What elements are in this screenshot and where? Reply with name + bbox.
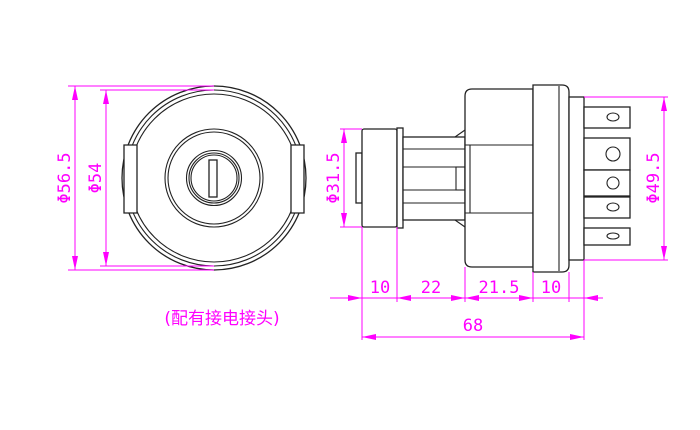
side-view	[355, 84, 631, 273]
segment-length-2: 22	[421, 278, 441, 298]
terminals	[583, 106, 631, 246]
front-dimensions: Φ56.5 Φ54	[55, 85, 214, 271]
front-view	[121, 85, 307, 271]
key-slot	[208, 159, 218, 198]
rear-diameter-label: Φ49.5	[644, 152, 664, 203]
front-diameter-label: Φ31.5	[324, 152, 344, 203]
segment-length-3: 21.5	[479, 278, 520, 298]
outer-diameter-label: Φ56.5	[55, 152, 75, 203]
inner-diameter-label: Φ54	[86, 163, 106, 194]
segment-length-1: 10	[370, 278, 390, 298]
segment-length-4: 10	[541, 278, 561, 298]
total-length-label: 68	[463, 316, 483, 336]
caption: (配有接电接头)	[164, 309, 279, 329]
side-dimensions: Φ31.5 Φ49.5 10 22 21.5 10 68	[324, 96, 668, 340]
